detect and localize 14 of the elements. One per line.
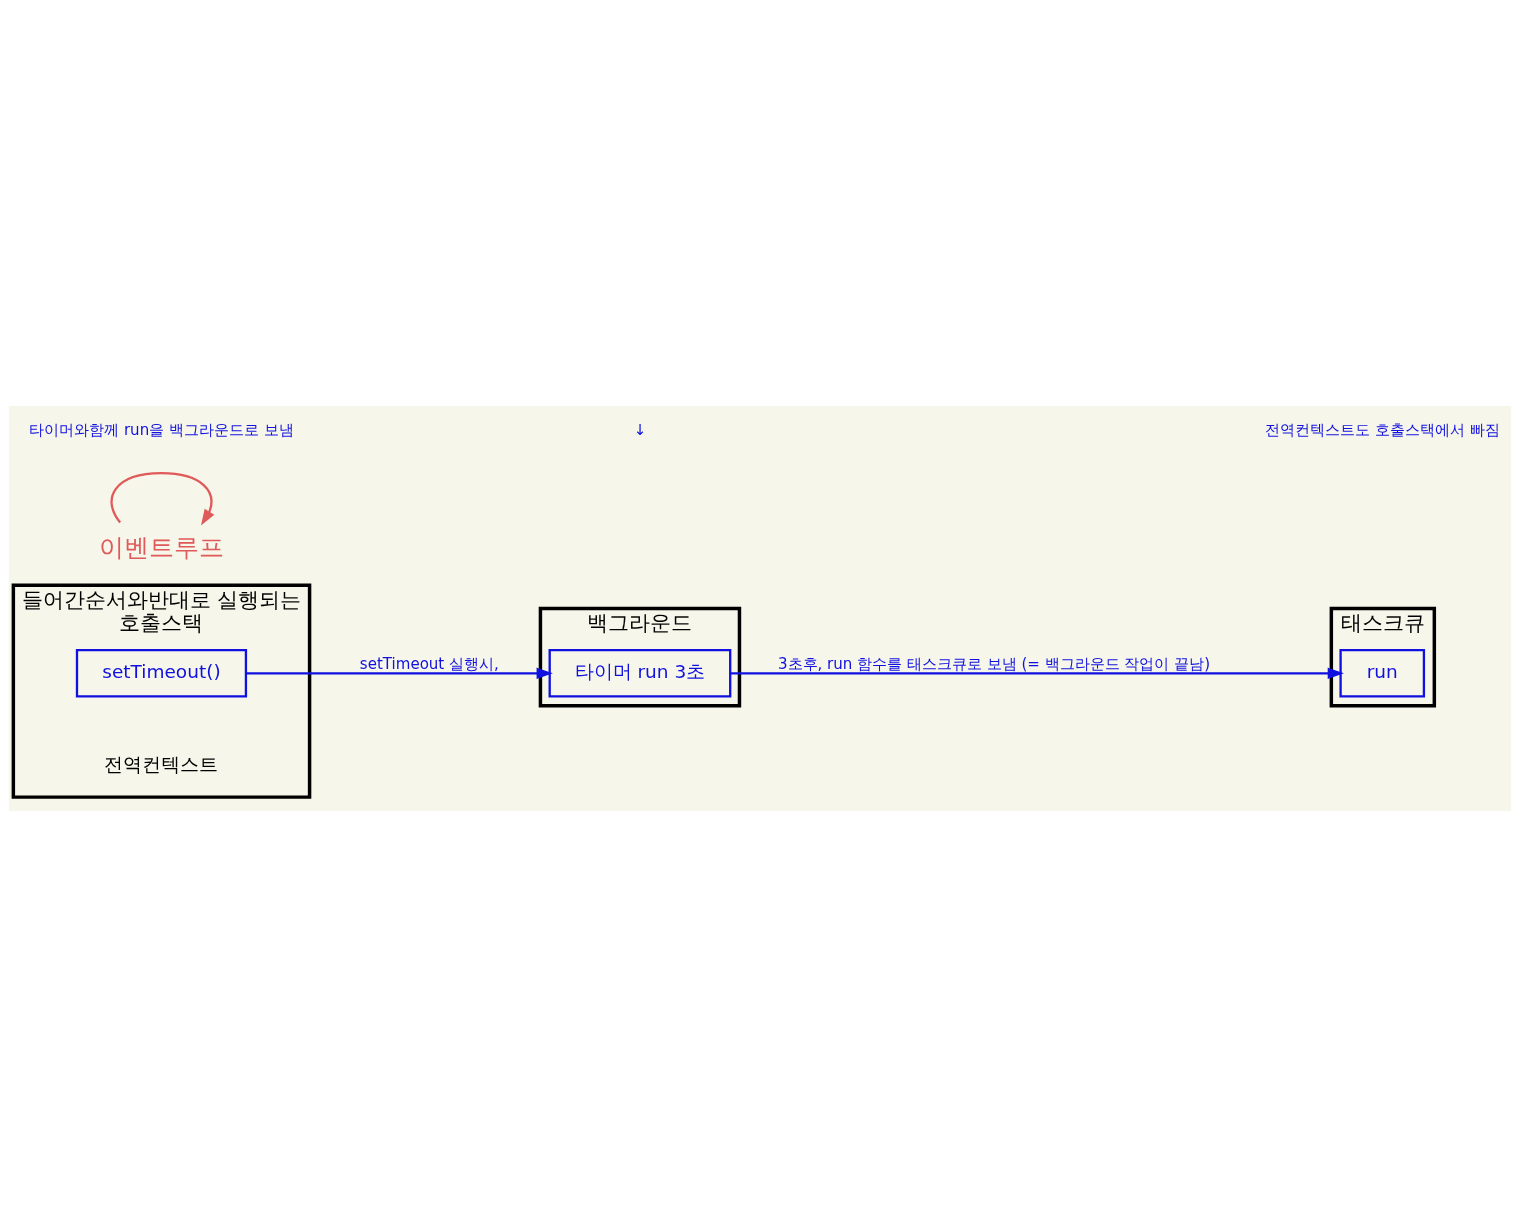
arrow [730,667,1344,679]
node-label: 들어간순서와반대로 실행되는 [21,587,302,612]
arrow [246,667,553,679]
edge-label: 3초후, run 함수를 태스크큐로 보냄 (= 백그라운드 작업이 끝남) [777,654,1211,673]
label: 전역컨텍스트도 호출스택에서 빠짐 [1264,420,1500,439]
label: 타이머와함께 run을 백그라운드로 보냄 [29,420,294,439]
label: ↓ [633,420,647,439]
arrow [110,471,215,525]
node-box: setTimeout() [75,648,248,698]
edge-label: setTimeout 실행시, [359,654,499,673]
label: 전역컨텍스트 [104,753,219,775]
node-text: 이벤트루프 [98,531,224,562]
node-box: 타이머 run 3초 [548,648,732,698]
node-box: run [1339,648,1426,698]
